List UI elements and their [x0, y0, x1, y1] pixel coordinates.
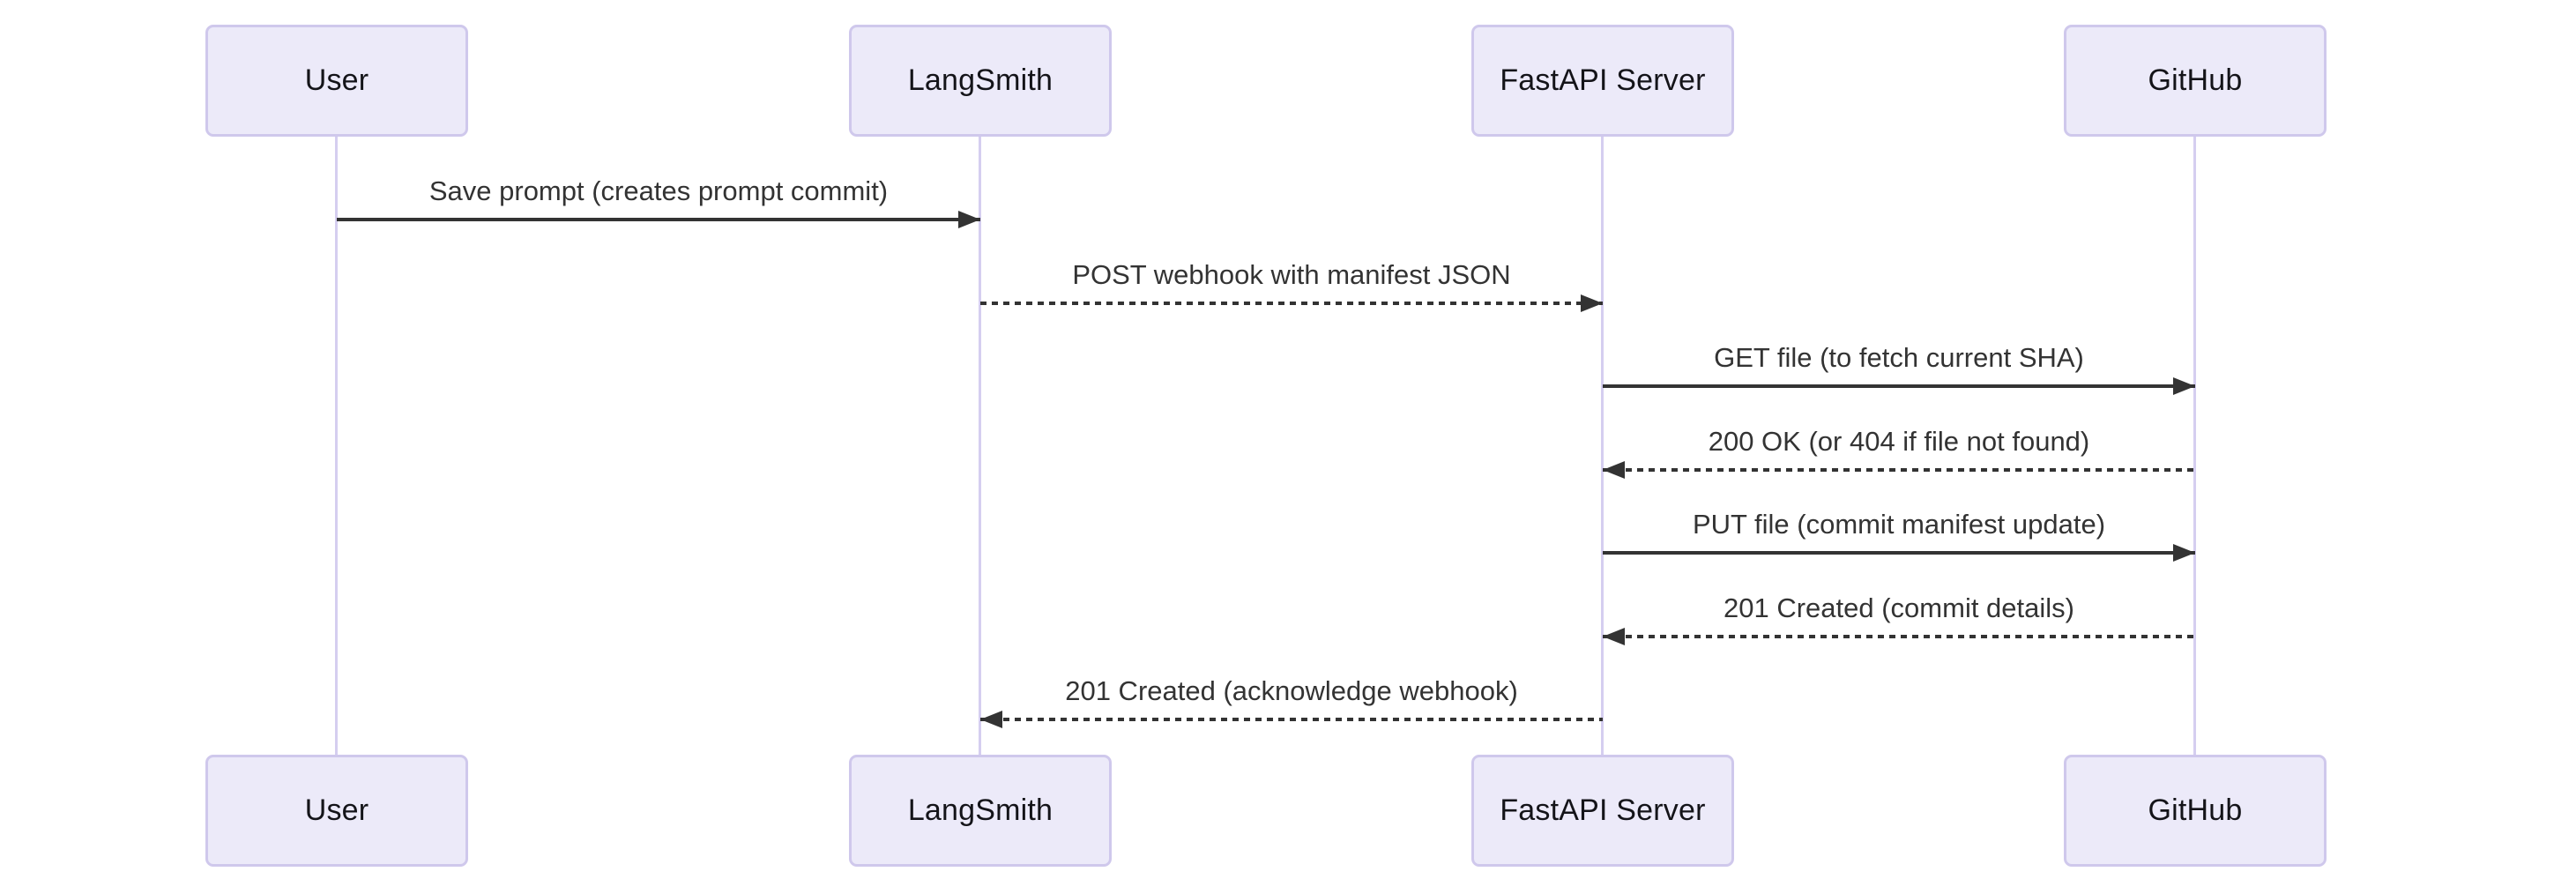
actor-label-langsmith-top: LangSmith [907, 63, 1053, 97]
message-get-file-label: GET file (to fetch current SHA) [1714, 342, 2084, 373]
message-201-ack-webhook: 201 Created (acknowledge webhook) [980, 675, 1603, 728]
actor-label-langsmith-bottom: LangSmith [907, 793, 1053, 827]
message-put-file: PUT file (commit manifest update) [1603, 509, 2195, 562]
message-save-prompt-label: Save prompt (creates prompt commit) [428, 175, 889, 206]
actor-box-github-bottom: GitHub [2064, 755, 2327, 867]
lifeline-fastapi [1601, 137, 1604, 755]
actor-box-langsmith-top: LangSmith [849, 25, 1112, 137]
arrowhead-left-icon [1603, 628, 1625, 645]
actor-label-user-top: User [304, 63, 369, 97]
message-200-ok-label: 200 OK (or 404 if file not found) [1708, 426, 2090, 457]
message-201-commit-details-label: 201 Created (commit details) [1724, 592, 2074, 623]
actor-label-fastapi-top: FastAPI Server [1500, 63, 1706, 97]
message-201-ack-webhook-label: 201 Created (acknowledge webhook) [1065, 675, 1518, 706]
actor-label-github-bottom: GitHub [2148, 793, 2243, 827]
actor-box-fastapi-top: FastAPI Server [1471, 25, 1734, 137]
arrowhead-left-icon [980, 711, 1002, 728]
message-save-prompt-line [337, 218, 980, 221]
message-200-ok: 200 OK (or 404 if file not found) [1603, 426, 2195, 479]
message-200-ok-line [1603, 468, 2195, 472]
message-post-webhook: POST webhook with manifest JSON [980, 259, 1603, 312]
actor-box-user-top: User [205, 25, 468, 137]
message-get-file-line [1603, 384, 2195, 388]
actor-box-github-top: GitHub [2064, 25, 2327, 137]
message-201-commit-details: 201 Created (commit details) [1603, 592, 2195, 645]
actor-label-github-top: GitHub [2148, 63, 2243, 97]
actor-box-langsmith-bottom: LangSmith [849, 755, 1112, 867]
arrowhead-right-icon [2173, 377, 2195, 395]
arrowhead-right-icon [1581, 294, 1603, 312]
actor-box-fastapi-bottom: FastAPI Server [1471, 755, 1734, 867]
actor-label-fastapi-bottom: FastAPI Server [1500, 793, 1706, 827]
lifeline-langsmith [979, 137, 981, 755]
message-201-commit-details-line [1603, 635, 2195, 638]
message-save-prompt: Save prompt (creates prompt commit) [337, 175, 980, 228]
arrowhead-right-icon [2173, 544, 2195, 562]
message-201-ack-webhook-line [980, 718, 1603, 721]
message-put-file-line [1603, 551, 2195, 555]
lifeline-github [2193, 137, 2196, 755]
message-post-webhook-label: POST webhook with manifest JSON [1072, 259, 1511, 290]
actor-box-user-bottom: User [205, 755, 468, 867]
lifeline-user [335, 137, 338, 755]
message-get-file: GET file (to fetch current SHA) [1603, 342, 2195, 395]
arrowhead-left-icon [1603, 461, 1625, 479]
actor-label-user-bottom: User [304, 793, 369, 827]
arrowhead-right-icon [958, 211, 980, 228]
message-put-file-label: PUT file (commit manifest update) [1692, 509, 2106, 540]
message-post-webhook-line [980, 302, 1603, 305]
